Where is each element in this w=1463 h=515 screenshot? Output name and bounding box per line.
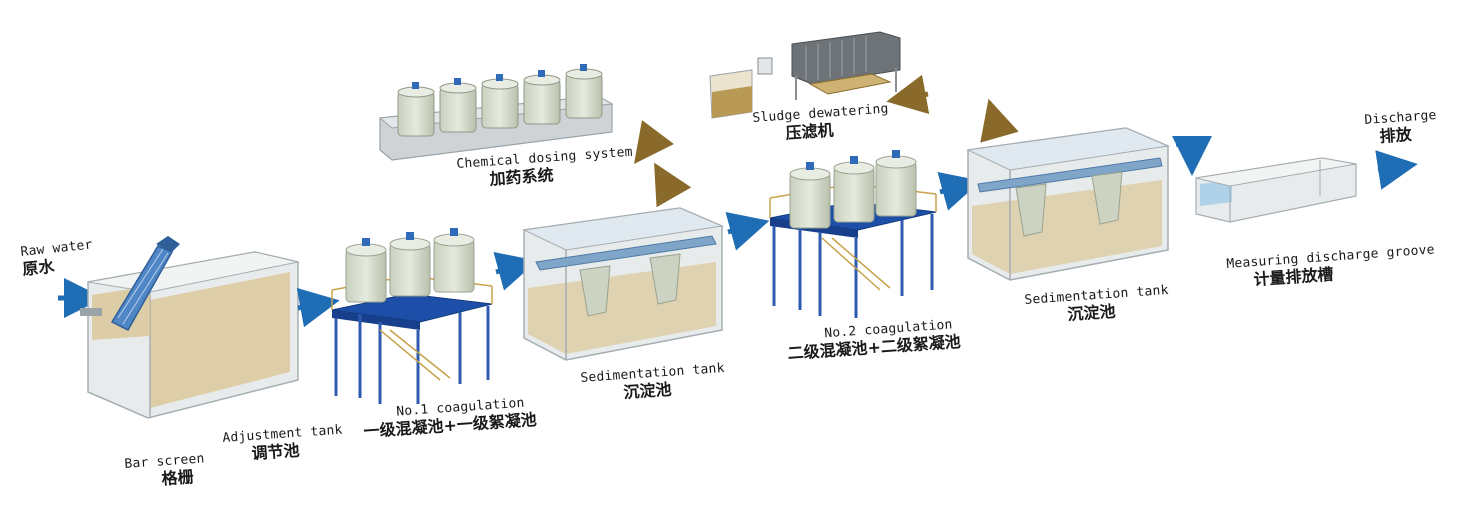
coagulation-2-unit: [769, 150, 937, 318]
flow-arrow-4: [937, 171, 982, 211]
flow-arrow-3: [725, 211, 770, 251]
discharge-label: Discharge 排放: [1364, 108, 1438, 147]
chemical-dosing-system: [378, 64, 614, 161]
dosing-tanks: [397, 64, 603, 137]
coagulation-2-vessels: [789, 150, 917, 229]
sedimentation-2-hoppers: [1015, 171, 1123, 237]
sludge-dewatering-unit: [709, 31, 901, 119]
sedimentation-tank-1: [522, 207, 724, 361]
coagulation-1-vessels: [345, 228, 475, 303]
discharge-arrow: [1375, 150, 1418, 190]
chemical-arrow: [634, 120, 674, 164]
sludge-arrow-1: [654, 162, 692, 208]
measuring-discharge-groove: [1195, 157, 1357, 223]
bar-screen-label: Bar screen 格栅: [124, 451, 206, 491]
bar-screen: [110, 236, 180, 331]
sedimentation-1-hoppers: [579, 253, 681, 317]
flow-arrow-1: [296, 287, 340, 328]
bar-screen-label-zh: 格栅: [161, 467, 195, 489]
sludge-arrow-2: [980, 98, 1019, 143]
sludge-arrow-3: [886, 74, 930, 115]
adjustment-tank: [80, 251, 299, 419]
coagulation-1-unit: [331, 228, 493, 404]
sedimentation-tank-2: [966, 127, 1170, 281]
flow-arrow-2: [493, 251, 538, 291]
flow-arrow-5: [1172, 136, 1212, 176]
